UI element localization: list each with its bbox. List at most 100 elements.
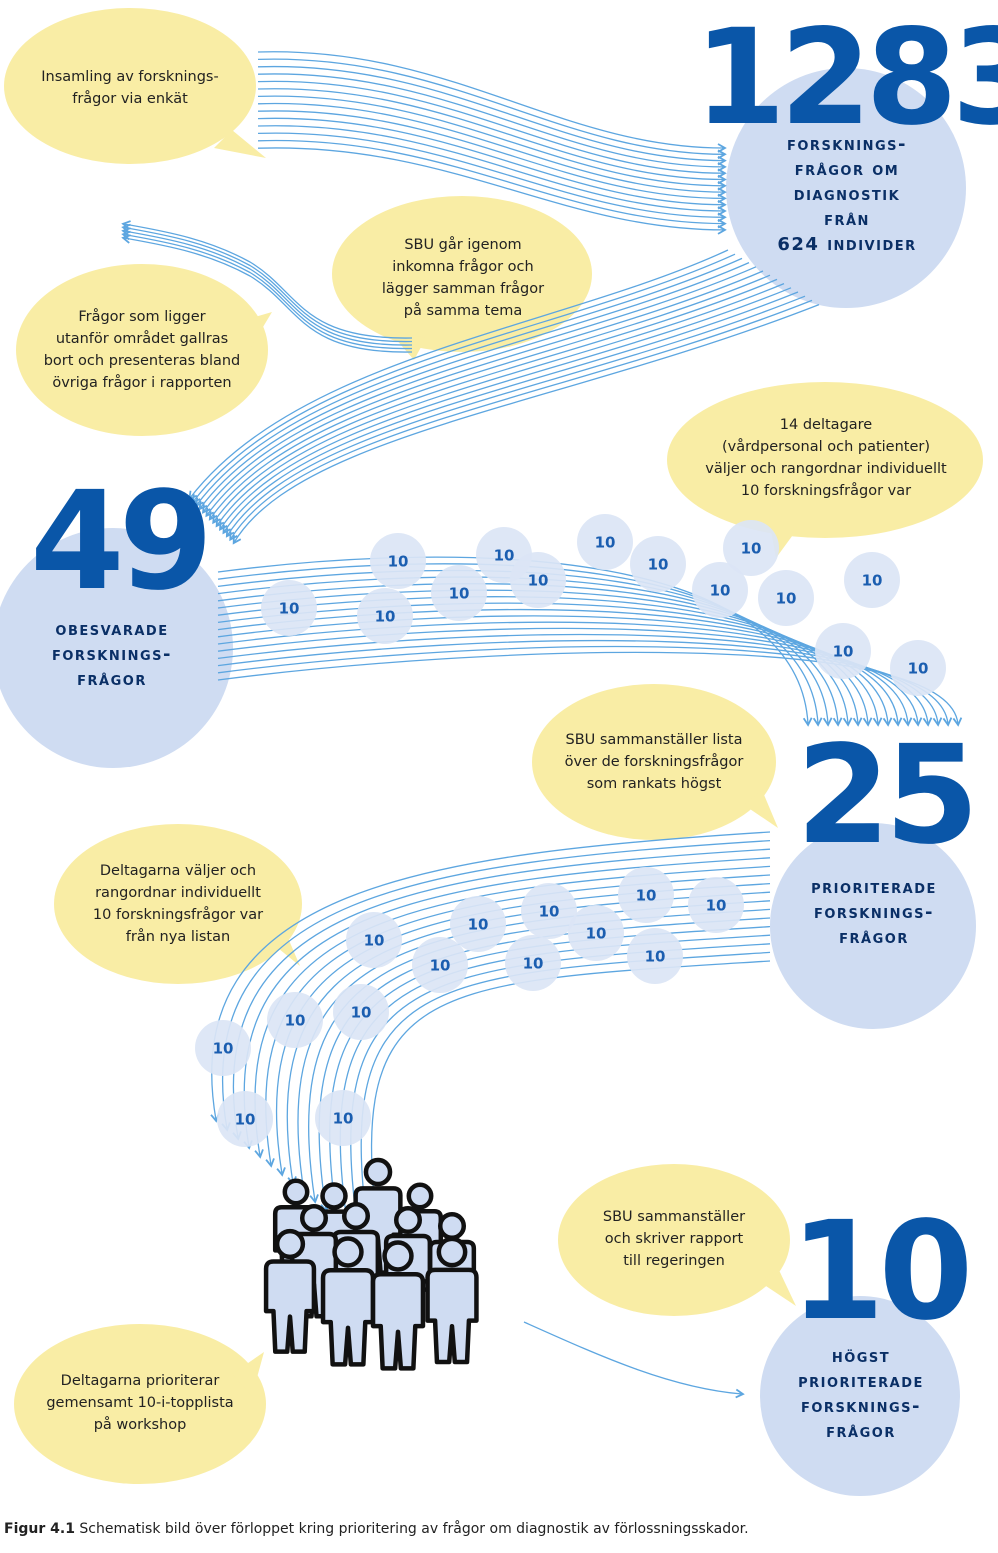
token-label: 10 — [351, 1004, 372, 1022]
flow-line — [198, 262, 750, 511]
token-label: 10 — [636, 887, 657, 905]
stage-number-1283: 1283 — [694, 1, 998, 155]
flow-line — [217, 569, 833, 727]
arrow-to-report — [523, 1321, 745, 1399]
token-circle — [370, 533, 426, 589]
token-label: 10 — [833, 643, 854, 661]
token-circle — [618, 867, 674, 923]
flow-line — [257, 132, 727, 223]
flow-line — [191, 253, 736, 504]
label-line: forsknings- — [801, 1396, 921, 1417]
token-circle — [510, 552, 566, 608]
label-line: forsknings- — [814, 902, 934, 923]
flow-line — [257, 73, 727, 172]
text-line: frågor via enkät — [72, 91, 188, 107]
flow-line — [257, 102, 727, 197]
text-line: utanför området gallras — [55, 331, 229, 347]
flow-line — [257, 80, 727, 178]
flow-line — [217, 627, 923, 727]
text-line: övriga frågor i rapporten — [52, 375, 232, 391]
text-line: lägger samman frågor — [381, 281, 545, 297]
flow-line — [225, 295, 806, 538]
stage-label-25: prioriterade forsknings- frågor — [776, 875, 972, 950]
token-circle — [521, 883, 577, 939]
flow-line — [219, 287, 792, 531]
token-circle — [577, 514, 633, 570]
text-line: Frågor som ligger — [78, 309, 206, 325]
token-label: 10 — [494, 547, 515, 565]
stage-number-10: 10 — [790, 1193, 973, 1351]
flow-line — [221, 839, 771, 1132]
arrows-review — [188, 249, 820, 545]
token-label: 10 — [706, 897, 727, 915]
flow-line — [257, 117, 727, 210]
bubble-survey — [4, 8, 266, 164]
flow-line — [257, 88, 727, 185]
token-label: 10 — [908, 660, 929, 678]
token-label: 10 — [468, 916, 489, 934]
flow-line — [217, 621, 913, 727]
flow-line — [212, 278, 778, 525]
text-line: över de forskningsfrågor — [564, 754, 744, 770]
token-circle — [630, 536, 686, 592]
label-line: prioriterade — [811, 877, 937, 898]
token-circle — [357, 588, 413, 644]
token-circle — [890, 640, 946, 696]
token-circle — [315, 1090, 371, 1146]
token-circle — [431, 565, 487, 621]
token-circle — [688, 877, 744, 933]
bubble-text-survey: Insamling av forsknings- frågor via enkä… — [20, 66, 240, 110]
token-label: 10 — [375, 608, 396, 626]
stage-circle-10 — [760, 1296, 960, 1496]
token-label: 10 — [648, 556, 669, 574]
arrows-discarded — [121, 220, 413, 353]
label-line: obesvarade — [55, 619, 169, 640]
bubble-text-report: SBU sammanställer och skriver rapport ti… — [574, 1206, 774, 1272]
flow-line — [217, 576, 843, 727]
flow-line — [195, 257, 743, 508]
flow-line — [257, 139, 727, 229]
text-line: som rankats högst — [586, 776, 722, 792]
person — [320, 1236, 376, 1367]
person — [370, 1240, 426, 1371]
bubble-text-outside: Frågor som ligger utanför området gallra… — [22, 306, 262, 394]
flow-line — [121, 230, 413, 350]
label-line: prioriterade — [798, 1371, 924, 1392]
caption-prefix: Figur 4.1 — [4, 1521, 75, 1537]
flow-line — [121, 223, 413, 343]
token-circle — [195, 1020, 251, 1076]
token-circle — [627, 928, 683, 984]
token-label: 10 — [279, 600, 300, 618]
bubble-text-review: SBU går igenom inkomna frågor och lägger… — [346, 234, 580, 322]
label-line: frågor om — [794, 159, 900, 180]
flow-line — [121, 234, 413, 353]
token-circle — [505, 935, 561, 991]
token-label: 10 — [523, 955, 544, 973]
flow-line — [217, 608, 893, 727]
token-label: 10 — [862, 572, 883, 590]
text-line: bort och presenteras bland — [43, 353, 241, 369]
person — [263, 1228, 317, 1354]
bubble-outside — [16, 264, 272, 436]
bubble-text-rerank: Deltagarna väljer och rangordnar individ… — [66, 860, 290, 948]
flow-line — [208, 274, 771, 521]
text-line: Deltagarna väljer och — [99, 863, 257, 879]
token-label: 10 — [388, 553, 409, 571]
token-label: 10 — [776, 590, 797, 608]
stage-circle-49 — [0, 528, 233, 768]
text-line: till regeringen — [623, 1253, 725, 1269]
flow-line — [257, 65, 727, 166]
flow-line — [257, 147, 727, 235]
text-line: (vårdpersonal och patienter) — [721, 439, 931, 455]
text-line: 14 deltagare — [779, 417, 873, 433]
flow-line — [523, 1321, 745, 1399]
flow-line — [232, 303, 820, 545]
text-line: och skriver rapport — [604, 1231, 744, 1247]
token-circle — [267, 992, 323, 1048]
flow-line — [205, 270, 764, 518]
text-line: på samma tema — [403, 303, 523, 319]
token-label: 10 — [586, 925, 607, 943]
token-circle — [692, 562, 748, 618]
